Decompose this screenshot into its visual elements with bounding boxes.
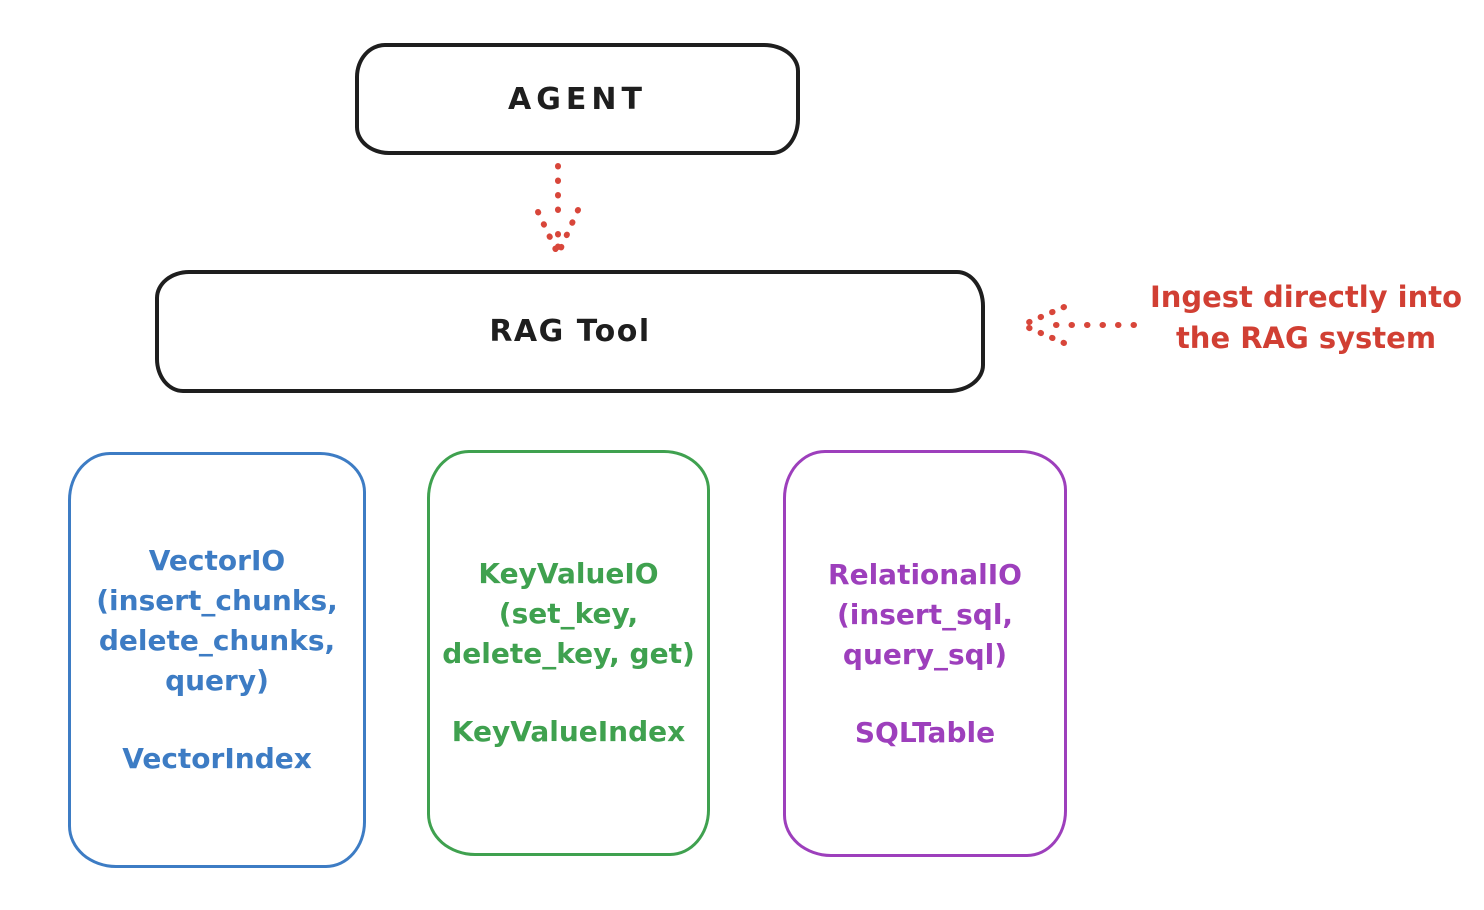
dotted-left-arrow-icon [1024, 304, 1137, 346]
relational-io-line-2: (insert_sql, [836, 597, 1014, 631]
node-rag-tool: RAG Tool [155, 270, 985, 393]
vector-io-line-2: (insert_chunks, [96, 584, 338, 617]
keyvalue-index-label: KeyValueIndex [451, 715, 686, 748]
annotation-ingest: Ingest directly into the RAG system [1136, 277, 1476, 359]
node-relational-io: RelationalIO (insert_sql, query_sql) SQL… [783, 450, 1067, 857]
rag-tool-label: RAG Tool [489, 314, 651, 349]
relational-io-line-3: query_sql) [842, 637, 1008, 671]
vector-io-line-1: VectorIO [148, 544, 286, 577]
dotted-down-arrow-icon [535, 163, 581, 262]
keyvalue-io-line-1: KeyValueIO [478, 557, 659, 590]
annotation-line-1: Ingest directly into [1149, 280, 1463, 314]
sql-table-label: SQLTable [854, 715, 996, 749]
relational-io-line-1: RelationalIO [828, 557, 1022, 591]
agent-label: AGENT [508, 81, 647, 117]
annotation-line-2: the RAG system [1175, 321, 1437, 355]
vector-io-line-4: query) [165, 664, 269, 697]
node-keyvalue-io: KeyValueIO (set_key, delete_key, get) Ke… [427, 450, 710, 856]
keyvalue-io-line-3: delete_key, get) [442, 637, 695, 670]
node-vector-io: VectorIO (insert_chunks, delete_chunks, … [68, 452, 366, 868]
node-agent: AGENT [355, 43, 800, 155]
keyvalue-io-line-2: (set_key, [498, 597, 639, 630]
vector-io-line-3: delete_chunks, [98, 624, 336, 657]
vector-index-label: VectorIndex [122, 742, 312, 775]
